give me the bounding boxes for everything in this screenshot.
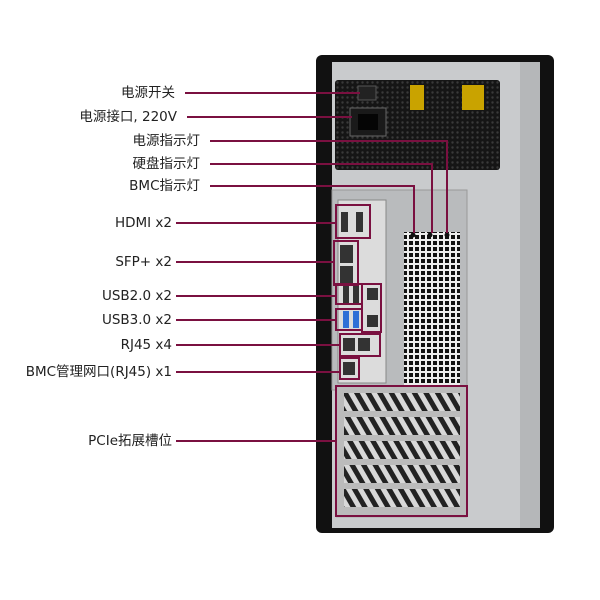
hdmi-port [356, 212, 363, 232]
pcie-slots [344, 393, 460, 507]
label-hdd-led: 硬盘指示灯 [132, 156, 201, 172]
rj45-port [343, 338, 355, 351]
bmc-rj45-port [343, 362, 355, 375]
usb2-port [343, 286, 349, 303]
label-power-led: 电源指示灯 [132, 133, 201, 149]
sfp-port [340, 266, 353, 284]
power-switch[interactable] [357, 85, 377, 101]
callout-lines [176, 92, 468, 517]
bmc-led [410, 232, 416, 238]
usb3-port [353, 311, 359, 328]
label-rj45: RJ45 x4 [120, 337, 172, 353]
power-led [444, 232, 450, 238]
rj45-port [367, 288, 378, 300]
usb2-port [353, 286, 359, 303]
hdmi-port [341, 212, 348, 232]
label-bmc-led: BMC指示灯 [129, 178, 200, 194]
label-usb3: USB3.0 x2 [101, 312, 172, 328]
rj45-port [358, 338, 370, 351]
psu [335, 80, 500, 170]
label-usb2: USB2.0 x2 [101, 288, 172, 304]
label-pcie: PCIe拓展槽位 [88, 433, 172, 449]
sfp-port [340, 245, 353, 263]
label-sfp: SFP+ x2 [115, 254, 172, 270]
label-bmc-port: BMC管理网口(RJ45) x1 [25, 364, 172, 380]
label-power-switch: 电源开关 [121, 85, 175, 101]
label-hdmi: HDMI x2 [114, 215, 172, 231]
rj45-port [367, 315, 378, 327]
hdd-led [427, 232, 433, 238]
usb3-port [343, 311, 349, 328]
label-power-inlet: 电源接口, 220V [79, 109, 177, 125]
